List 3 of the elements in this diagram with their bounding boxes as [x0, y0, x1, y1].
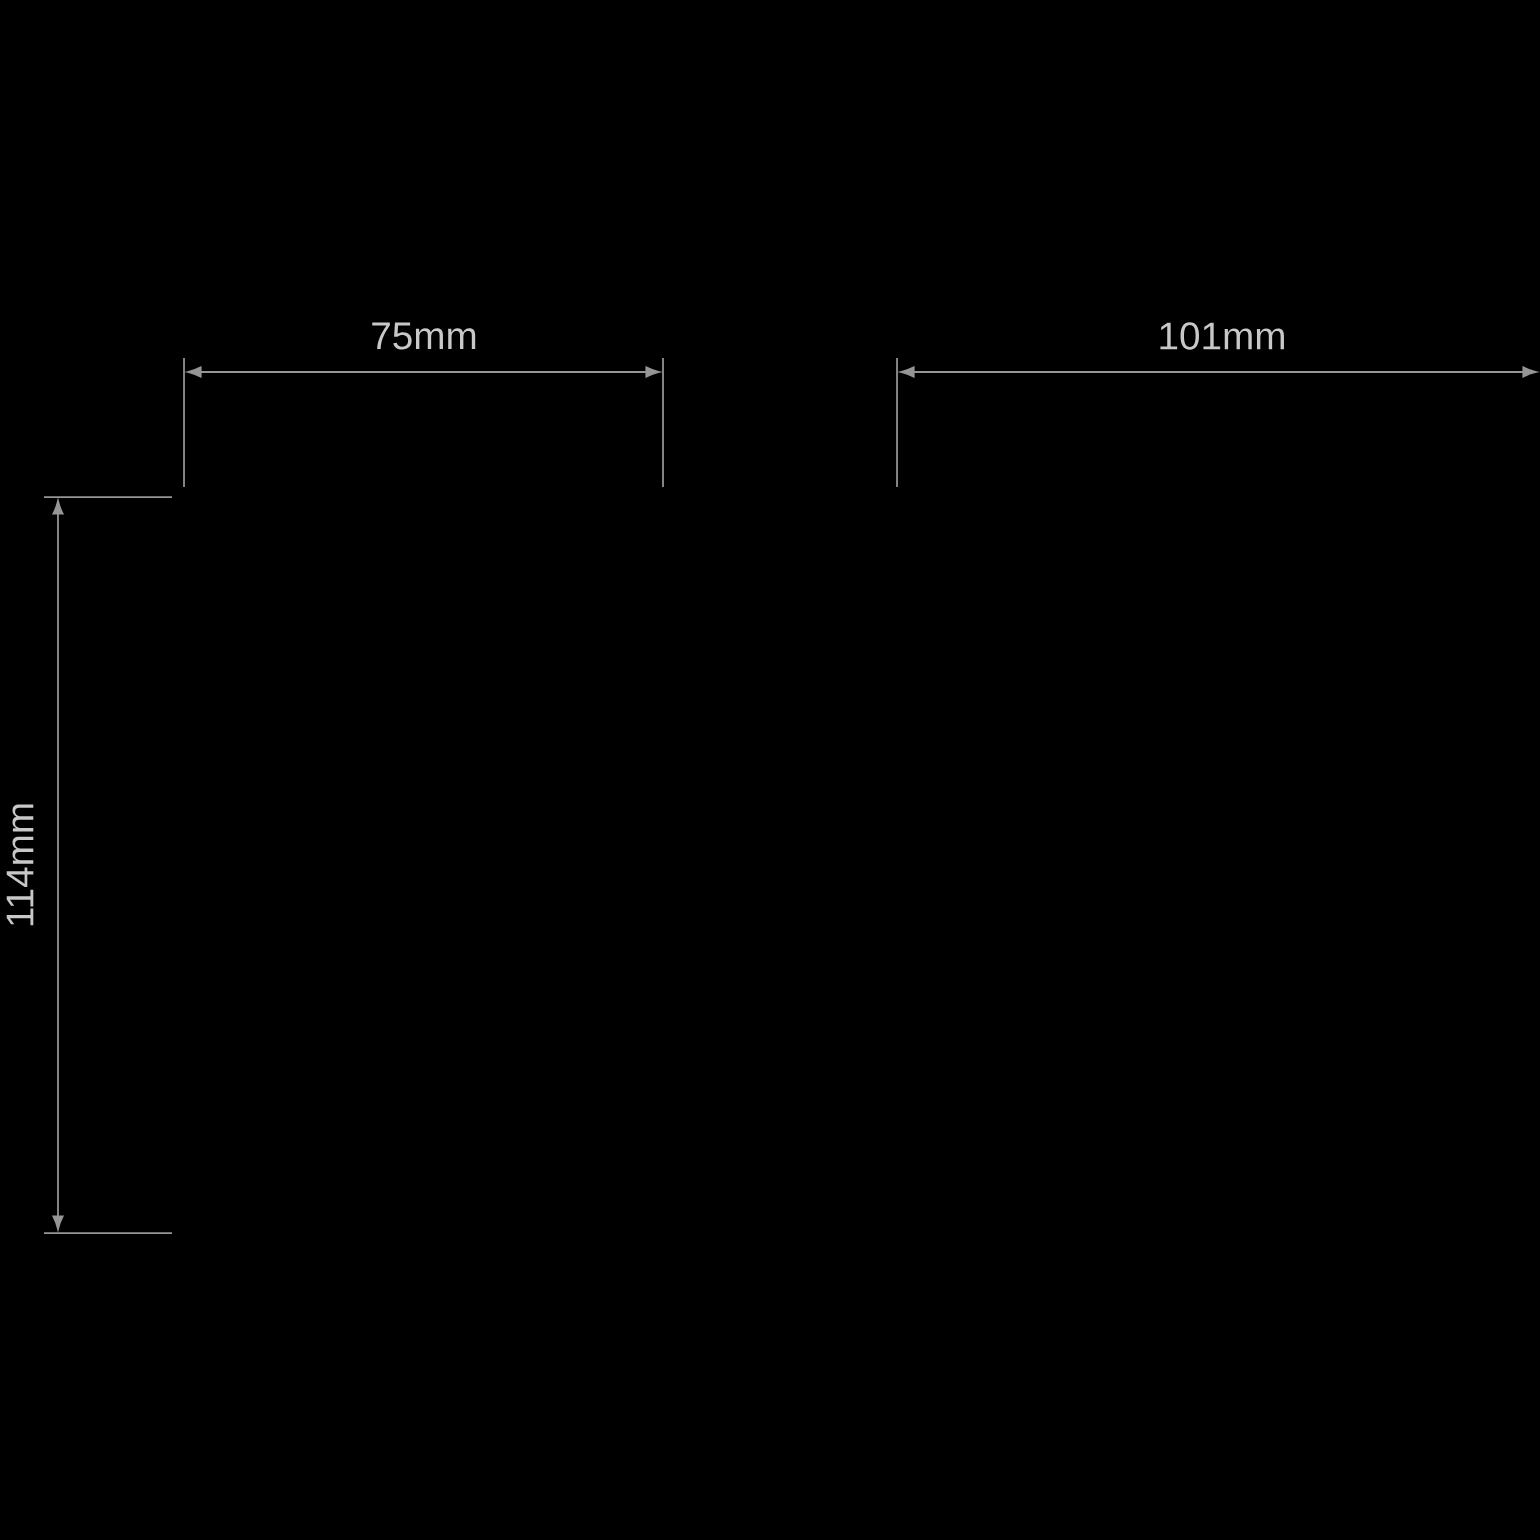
- dimension-label: 75mm: [372, 322, 476, 350]
- dimension-label: 114mm: [6, 804, 34, 926]
- dimension-label: 101mm: [1160, 322, 1284, 350]
